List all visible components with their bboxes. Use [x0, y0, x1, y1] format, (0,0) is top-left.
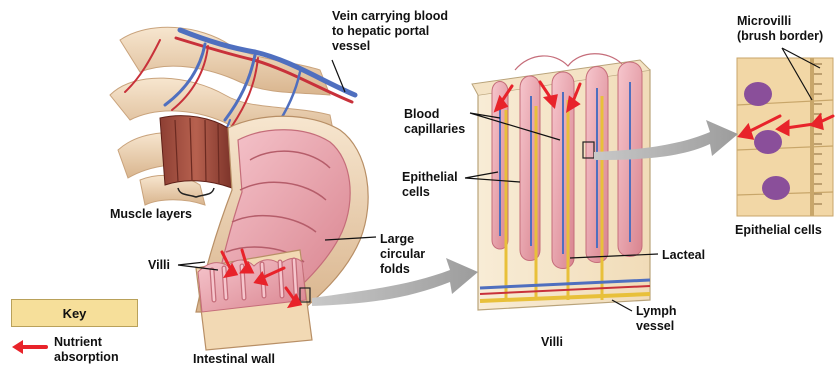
- villi-block: [472, 54, 650, 310]
- caption-intestinal-wall: Intestinal wall: [193, 352, 275, 366]
- label-muscle-layers: Muscle layers: [110, 207, 192, 222]
- label-lacteal: Lacteal: [662, 248, 705, 263]
- key-nutrient-absorption: Nutrient absorption: [10, 335, 140, 367]
- red-arrow-icon: [10, 339, 50, 355]
- label-villi-left: Villi: [148, 258, 170, 273]
- label-vein: Vein carrying blood to hepatic portal ve…: [332, 9, 448, 54]
- label-microvilli: Microvilli (brush border): [737, 14, 823, 44]
- key-title: Key: [11, 299, 138, 327]
- caption-villi: Villi: [541, 335, 563, 349]
- label-blood-capillaries: Blood capillaries: [404, 107, 465, 137]
- label-lymph-vessel: Lymph vessel: [636, 304, 677, 334]
- caption-epithelial-cells: Epithelial cells: [735, 223, 822, 237]
- label-large-folds: Large circular folds: [380, 232, 425, 277]
- label-epithelial-cells: Epithelial cells: [402, 170, 458, 200]
- key-label: Nutrient absorption: [54, 335, 119, 365]
